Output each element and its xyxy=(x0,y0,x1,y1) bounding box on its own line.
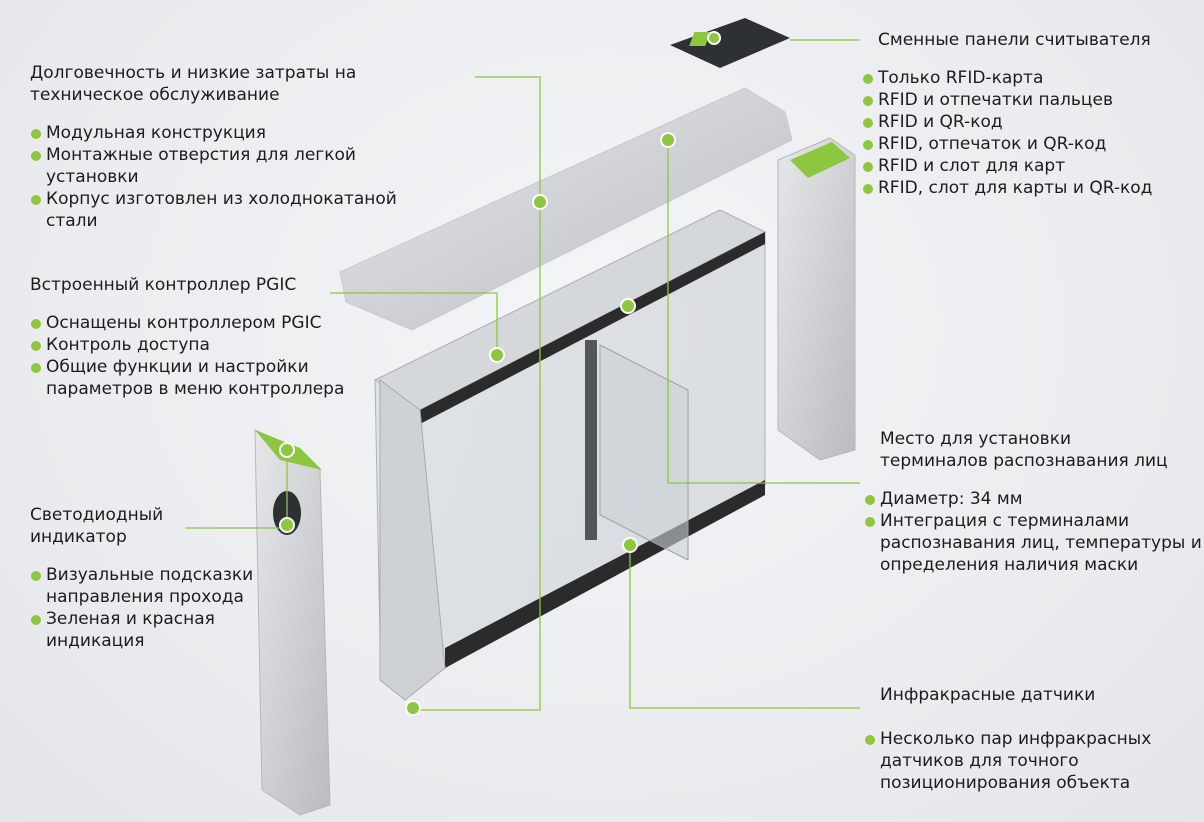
left-post xyxy=(254,429,331,816)
list-item: Интеграция с терминалами распознавания л… xyxy=(864,510,1204,576)
list-item: Визуальные подсказки направления прохода xyxy=(30,564,260,608)
list-item: Общие функции и настройки параметров в м… xyxy=(30,356,360,400)
block-title: Место для установки терминалов распознав… xyxy=(880,429,1168,471)
block-title: Сменные панели считывателя xyxy=(878,30,1151,50)
list-item: Монтажные отверстия для легкой установки xyxy=(30,144,450,188)
list-item: RFID, слот для карты и QR-код xyxy=(862,177,1202,199)
infrared-block: Инфракрасные датчики Несколько пар инфра… xyxy=(864,684,1184,794)
controller-block: Встроенный контроллер PGIC Оснащены конт… xyxy=(30,274,360,400)
list-item: Корпус изготовлен из холоднокатаной стал… xyxy=(30,188,450,232)
reader-panel xyxy=(670,18,790,68)
reader-block: Сменные панели считывателя Только RFID-к… xyxy=(862,29,1202,199)
list-item: RFID, отпечаток и QR-код xyxy=(862,133,1202,155)
block-title: Инфракрасные датчики xyxy=(880,685,1096,705)
top-cover xyxy=(339,87,793,331)
callout-dots xyxy=(279,31,721,716)
list-item: RFID и QR-код xyxy=(862,111,1202,133)
right-post xyxy=(777,137,856,461)
block-title: Светодиодный индикатор xyxy=(30,505,164,547)
list-item: Зеленая и красная индикация xyxy=(30,608,260,652)
led-block: Светодиодный индикатор Визуальные подска… xyxy=(30,504,260,652)
list-item: Несколько пар инфракрасных датчиков для … xyxy=(864,728,1184,794)
list-item: RFID и отпечатки пальцев xyxy=(862,89,1202,111)
list-item: Только RFID-карта xyxy=(862,67,1202,89)
list-item: Модульная конструкция xyxy=(30,122,450,144)
block-title: Встроенный контроллер PGIC xyxy=(30,275,297,295)
list-item: Контроль доступа xyxy=(30,334,360,356)
face-terminal-block: Место для установки терминалов распознав… xyxy=(864,428,1204,576)
list-item: Оснащены контроллером PGIC xyxy=(30,312,360,334)
list-item: Диаметр: 34 мм xyxy=(864,488,1204,510)
durability-block: Долговечность и низкие затраты на технич… xyxy=(30,62,450,232)
list-item: RFID и слот для карт xyxy=(862,155,1202,177)
block-title: Долговечность и низкие затраты на технич… xyxy=(30,63,357,105)
